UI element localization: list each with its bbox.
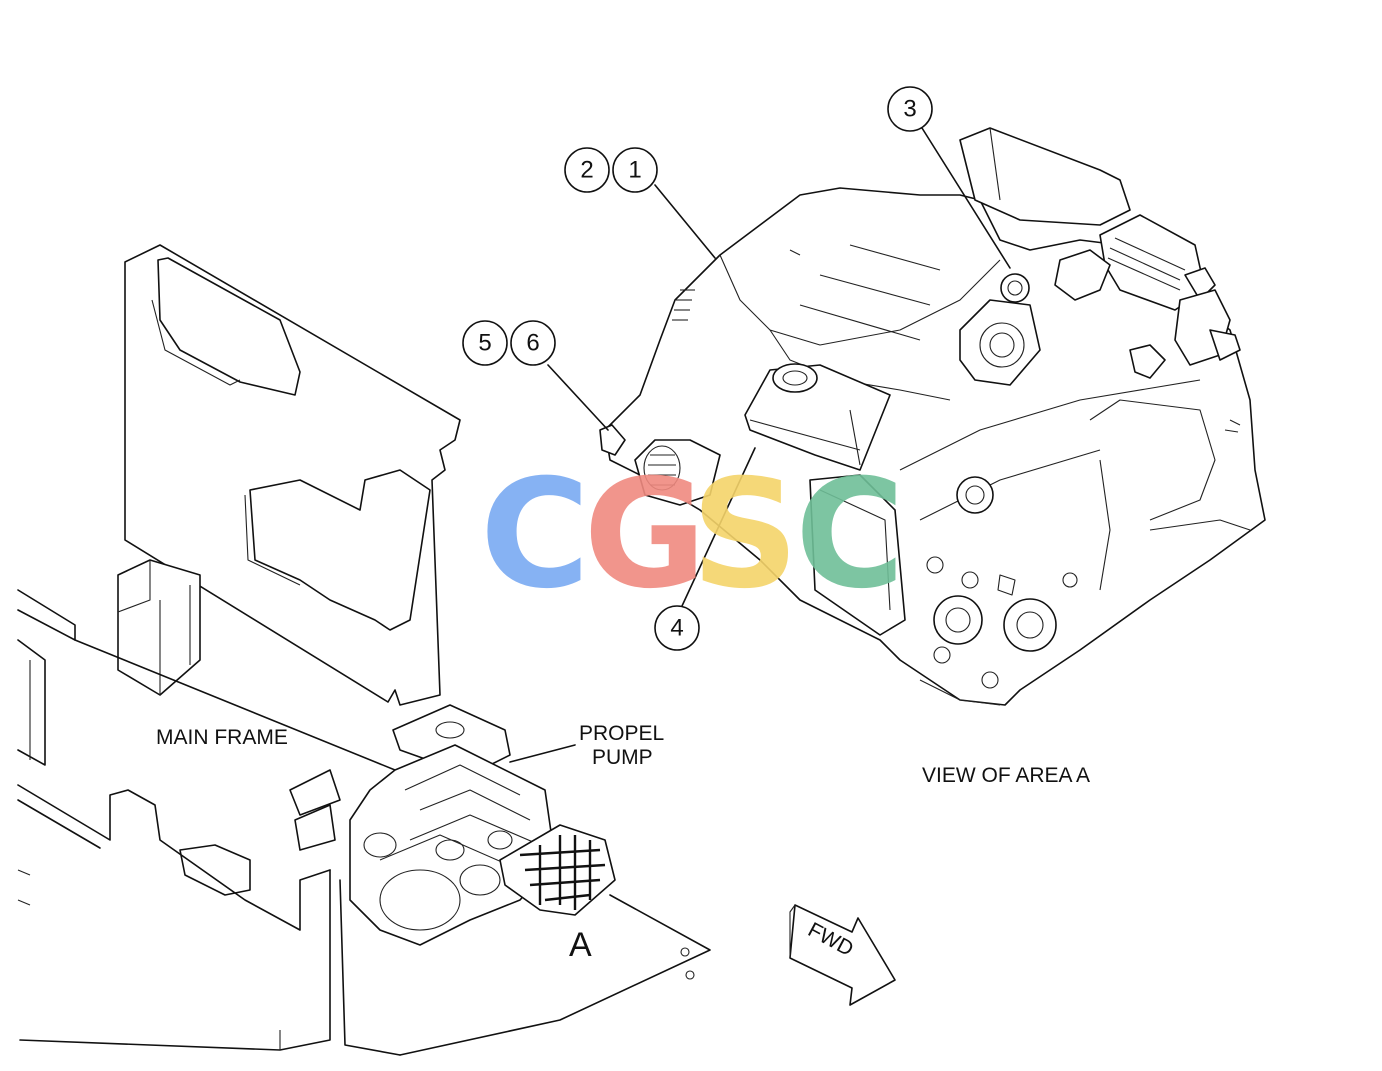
callout-1: 1 xyxy=(612,147,658,193)
svg-text:S: S xyxy=(691,448,799,622)
callout-2: 2 xyxy=(564,147,610,193)
propel-pump-small-drawing xyxy=(349,704,616,946)
main-frame-drawing xyxy=(17,244,711,1056)
svg-text:G: G xyxy=(583,448,706,622)
callout-4: 4 xyxy=(654,605,700,651)
main-frame-label: MAIN FRAME xyxy=(156,726,288,749)
svg-text:C: C xyxy=(480,448,590,622)
callout-5: 5 xyxy=(462,320,508,366)
callout-3: 3 xyxy=(887,86,933,132)
propel-pump-label-line1: PROPEL xyxy=(579,722,664,745)
area-marker-label: A xyxy=(569,926,592,964)
svg-text:2: 2 xyxy=(580,157,593,184)
svg-text:6: 6 xyxy=(526,330,539,357)
svg-text:C: C xyxy=(795,448,905,622)
callout-leaders xyxy=(547,127,1011,607)
propel-pump-detail-drawing xyxy=(599,127,1266,706)
callout-6: 6 xyxy=(510,320,556,366)
cgsc-watermark: C G S C xyxy=(480,448,905,622)
svg-text:4: 4 xyxy=(670,615,683,642)
svg-text:1: 1 xyxy=(628,157,641,184)
svg-text:5: 5 xyxy=(478,330,491,357)
svg-text:3: 3 xyxy=(903,96,916,123)
fwd-arrow-icon: FWD xyxy=(789,904,896,1006)
view-of-area-label: VIEW OF AREA A xyxy=(922,764,1090,787)
propel-pump-label-line2: PUMP xyxy=(592,746,653,769)
